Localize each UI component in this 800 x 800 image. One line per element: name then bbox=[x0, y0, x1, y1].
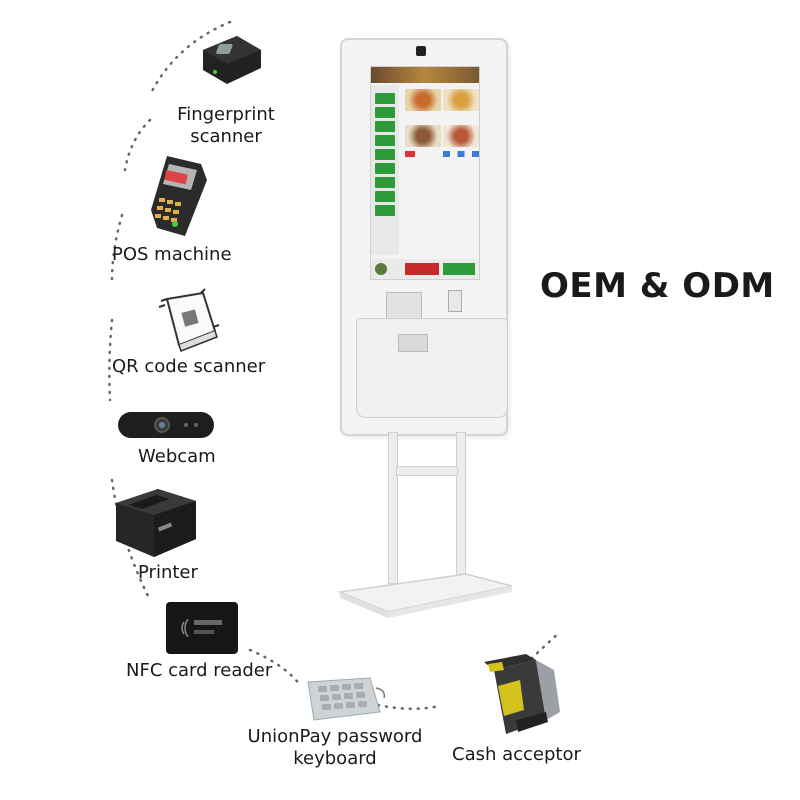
screen-menu-item bbox=[375, 163, 395, 174]
screen-dish-image bbox=[405, 89, 441, 111]
screen-icon-row bbox=[405, 151, 415, 157]
kiosk-stand-leg-right bbox=[456, 432, 466, 584]
screen-menu-item bbox=[375, 135, 395, 146]
pos-machine-label: POS machine bbox=[112, 244, 232, 265]
screen-dish-image bbox=[443, 89, 479, 111]
printer-icon bbox=[116, 489, 196, 557]
password-keyboard-label: UnionPay password keyboard bbox=[247, 726, 423, 769]
kiosk-printer-outlet bbox=[398, 334, 428, 352]
qr-code-scanner-icon bbox=[158, 288, 220, 352]
screen-menu-item bbox=[375, 93, 395, 104]
screen-dish-image bbox=[405, 125, 441, 147]
kiosk-camera bbox=[416, 46, 426, 56]
kiosk-base bbox=[337, 573, 513, 618]
screen-back-button bbox=[375, 263, 387, 275]
fingerprint-scanner-icon bbox=[203, 36, 261, 84]
screen-menu-item bbox=[375, 107, 395, 118]
screen-menu-item bbox=[375, 149, 395, 160]
cash-acceptor-label: Cash acceptor bbox=[452, 744, 581, 765]
kiosk-nfc-slot bbox=[448, 290, 462, 312]
password-keyboard-icon bbox=[307, 677, 386, 721]
screen-menu-item bbox=[375, 177, 395, 188]
screen-dish-image bbox=[443, 125, 479, 147]
kiosk-screen bbox=[370, 66, 480, 280]
nfc-card-reader-label: NFC card reader bbox=[126, 660, 273, 681]
screen-icon-row bbox=[443, 151, 479, 157]
qr-code-scanner-label: QR code scanner bbox=[112, 356, 266, 377]
fingerprint-scanner-label: Fingerprint scanner bbox=[177, 104, 275, 147]
kiosk-stand-crossbar bbox=[396, 466, 458, 476]
screen-red-button bbox=[405, 263, 439, 275]
kiosk-shelf bbox=[356, 318, 508, 418]
screen-banner bbox=[371, 67, 479, 83]
pos-machine-icon bbox=[151, 156, 207, 236]
oem-odm-headline: OEM & ODM bbox=[540, 266, 775, 306]
screen-menu-item bbox=[375, 191, 395, 202]
nfc-card-reader-icon bbox=[166, 602, 238, 654]
webcam-label: Webcam bbox=[138, 446, 216, 467]
screen-menu-item bbox=[375, 205, 395, 216]
webcam-icon bbox=[118, 412, 214, 438]
cash-acceptor-icon bbox=[484, 654, 560, 734]
screen-menu-item bbox=[375, 121, 395, 132]
kiosk-stand-leg-left bbox=[388, 432, 398, 584]
screen-green-button bbox=[443, 263, 475, 275]
printer-label: Printer bbox=[138, 562, 198, 583]
